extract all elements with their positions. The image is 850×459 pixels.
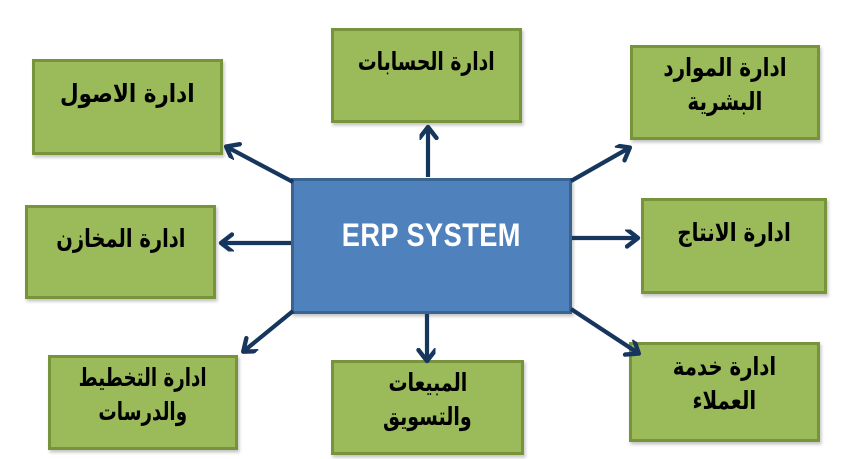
node-human-resources-management[interactable]: ادارة الموارد البشرية: [630, 45, 820, 140]
node-label-line2: والتسويق: [383, 401, 472, 431]
arrow-to-planning: [244, 309, 295, 351]
node-label-line1: ادارة التخطيط: [78, 362, 208, 392]
node-sales-marketing[interactable]: المبيعات والتسويق: [331, 360, 524, 455]
node-label: ادارة الاصول: [60, 78, 195, 108]
node-customer-service-management[interactable]: ادارة خدمة العملاء: [629, 342, 820, 442]
node-accounts-management[interactable]: ادارة الحسابات: [331, 28, 522, 123]
node-label: ادارة الحسابات: [358, 47, 495, 76]
node-label: ادارة المخازن: [55, 223, 186, 253]
node-label-line2: والدرسات: [98, 396, 188, 426]
arrow-to-assets: [227, 147, 294, 184]
arrow-to-service: [569, 307, 638, 353]
center-label: ERP SYSTEM: [341, 216, 522, 253]
node-planning-studies-management[interactable]: ادارة التخطيط والدرسات: [48, 355, 238, 450]
node-label-line2: البشرية: [687, 86, 763, 116]
arrow-to-hr: [569, 148, 629, 183]
node-asset-management[interactable]: ادارة الاصول: [32, 59, 223, 155]
node-erp-system-hub[interactable]: ERP SYSTEM: [291, 178, 572, 314]
node-label: ادارة الانتاج: [677, 217, 791, 247]
node-label-line1: المبيعات: [388, 367, 467, 397]
node-label-line1: ادارة خدمة: [672, 352, 777, 381]
node-warehouse-management[interactable]: ادارة المخازن: [25, 205, 216, 299]
node-production-management[interactable]: ادارة الانتاج: [641, 198, 827, 294]
node-label-line2: العملاء: [692, 386, 757, 415]
node-label-line1: ادارة الموارد: [663, 52, 787, 82]
